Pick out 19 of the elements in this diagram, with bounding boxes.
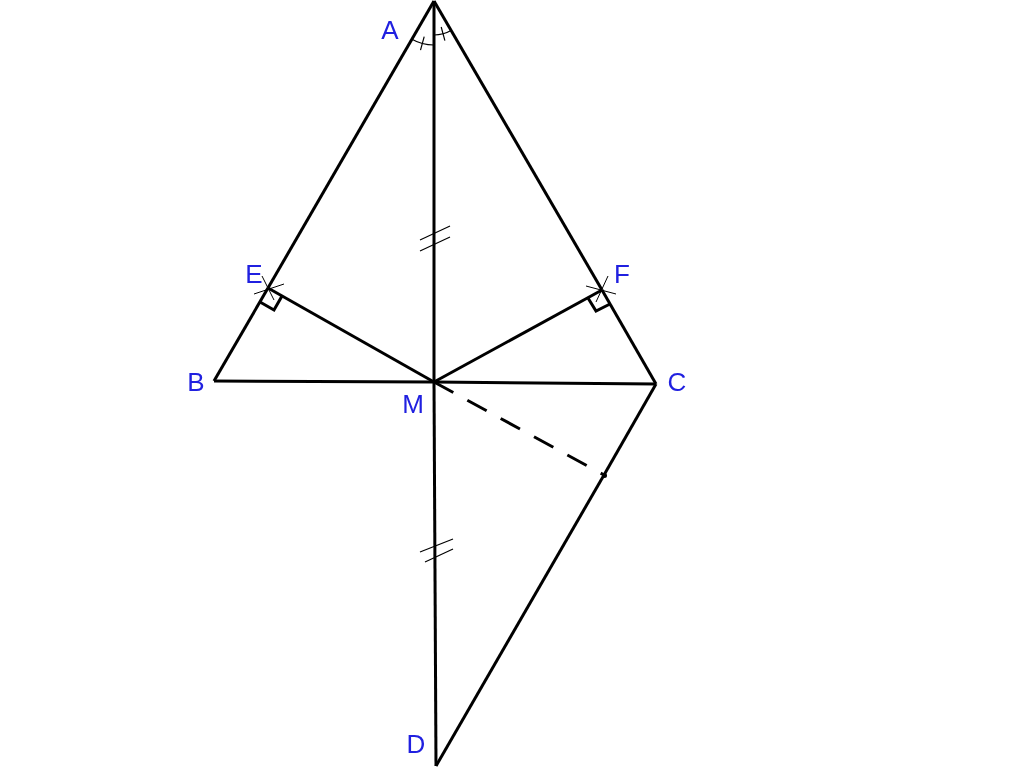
point [601,472,607,478]
line-segment [212,287,270,382]
point-label: A [381,17,399,43]
line-segment [266,0,436,289]
line-segment [434,474,606,767]
point-label: E [245,261,263,287]
line-segment [267,286,435,384]
point-label: M [402,391,424,417]
point-label: D [406,731,426,757]
line-segment [602,383,658,476]
point-label: C [667,369,687,395]
line-segment [433,288,603,384]
point-label: B [187,369,205,395]
dashed-segment [433,380,605,477]
line-segment [600,289,658,385]
point-label: F [614,261,630,287]
line-segment [214,379,434,384]
line-segment [432,382,438,766]
line-segment [432,1,436,382]
